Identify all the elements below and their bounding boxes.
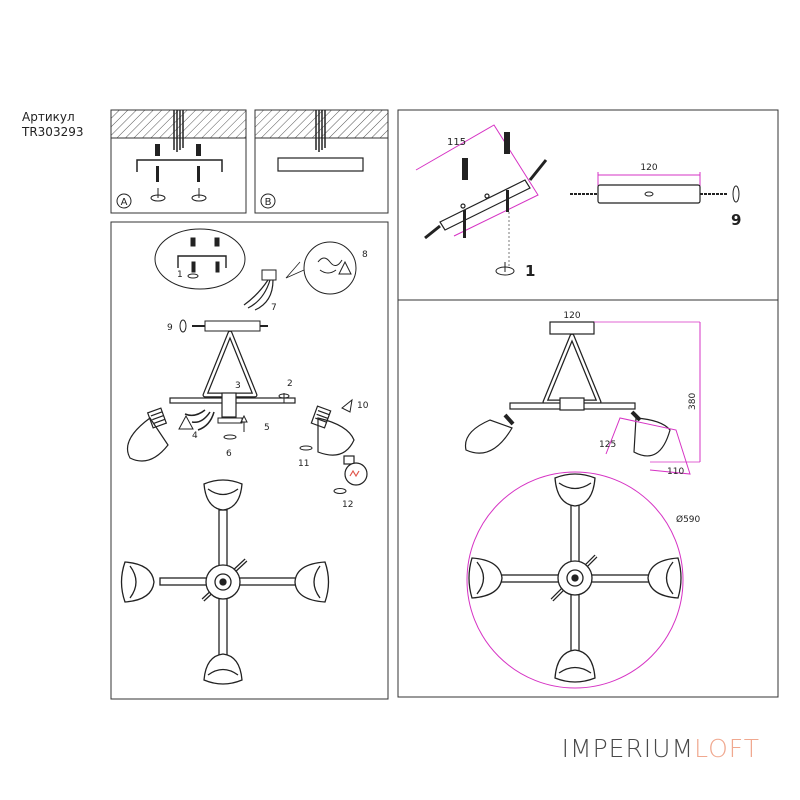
rotate-icon xyxy=(150,188,207,202)
step-screw-label: 1 xyxy=(525,262,535,280)
bubble-wiring xyxy=(285,241,357,295)
wires-icon xyxy=(173,110,184,152)
dim-width-top-label: 120 xyxy=(563,311,580,321)
step-label-5: 5 xyxy=(264,423,270,433)
badge-a xyxy=(116,193,132,209)
step-label-6: 6 xyxy=(226,449,232,459)
left-shade-2 xyxy=(464,413,515,454)
panel-b: B xyxy=(254,109,389,214)
assembly-panel: 1 2 3 4 5 6 7 8 9 10 11 12 xyxy=(110,221,389,700)
step-11-icon xyxy=(299,445,313,451)
step-label-1: 1 xyxy=(177,270,183,280)
bracket-outline xyxy=(136,159,223,172)
step-label-7: 7 xyxy=(271,303,277,313)
rotate-icon-1 xyxy=(495,262,515,276)
brand-logo: IMPERIUMLOFT xyxy=(562,734,760,763)
canopy xyxy=(549,321,595,335)
right-shade xyxy=(310,405,355,456)
step-label-4: 4 xyxy=(192,431,198,441)
step-label-11: 11 xyxy=(298,459,309,469)
mounting-plate xyxy=(179,319,268,333)
step-label-10: 10 xyxy=(357,401,369,411)
step-label-8: 8 xyxy=(362,250,368,260)
diameter-circle xyxy=(466,471,684,689)
dowel-icon xyxy=(155,144,201,182)
wires-icon-b xyxy=(315,110,326,152)
triangle-frame-2 xyxy=(542,333,602,405)
arms-2 xyxy=(509,397,636,411)
wire-bundle xyxy=(243,279,274,311)
step-label-9: 9 xyxy=(167,323,173,333)
plate-outline xyxy=(277,157,364,172)
connector-block xyxy=(261,269,277,281)
step-label-2: 2 xyxy=(287,379,293,389)
dim-shade-width-label: 110 xyxy=(667,467,684,477)
badge-b-label: B xyxy=(265,197,272,208)
mounting-panel: 115 1 120 9 xyxy=(397,109,779,301)
top-view xyxy=(120,479,330,685)
bracket-bar xyxy=(424,159,548,240)
top-view-2 xyxy=(468,473,682,683)
inner-wires xyxy=(184,409,215,431)
step-label-3: 3 xyxy=(235,381,241,391)
badge-a-label: A xyxy=(121,197,128,208)
plate-view: 120 xyxy=(570,163,740,204)
arms xyxy=(169,392,296,418)
panel-a: A xyxy=(110,109,247,214)
brand-part-1: IMPERIUM xyxy=(561,734,695,763)
step-12-icon xyxy=(333,488,347,494)
article-code: TR303293 xyxy=(22,125,84,139)
step-10-icon xyxy=(341,398,353,413)
dim-shade-height-label: 125 xyxy=(599,440,616,450)
triangle-frame xyxy=(202,330,258,398)
step-labels: 1 2 3 4 5 6 7 8 9 10 11 12 xyxy=(167,250,369,510)
step-6-icon xyxy=(217,417,243,440)
dim-bracket-line xyxy=(415,124,539,237)
screw-icons xyxy=(462,132,510,238)
article-block: Артикул TR303293 xyxy=(22,110,83,140)
dim-height-label: 380 xyxy=(688,393,698,410)
bulb-icon xyxy=(343,455,368,486)
badge-b xyxy=(260,193,276,209)
dim-plate-label: 120 xyxy=(640,163,657,173)
shade-dim-lines xyxy=(605,417,691,475)
step-rotate-label: 9 xyxy=(731,211,741,229)
bubble-bracket xyxy=(154,228,246,290)
right-shade-2 xyxy=(630,410,671,457)
step-2-icon xyxy=(278,393,290,403)
dim-bracket-label: 115 xyxy=(447,137,466,148)
ceiling-hatch xyxy=(110,109,247,139)
warning-icon-2 xyxy=(178,414,194,430)
dimensions-panel: 120 380 125 110 Ø590 xyxy=(397,299,779,698)
dim-diameter-label: Ø590 xyxy=(676,514,701,525)
warning-icon xyxy=(338,260,352,275)
brand-part-2: LOFT xyxy=(694,734,760,763)
article-label: Артикул xyxy=(22,110,75,124)
step-label-12: 12 xyxy=(342,500,353,510)
left-shade xyxy=(126,407,169,462)
